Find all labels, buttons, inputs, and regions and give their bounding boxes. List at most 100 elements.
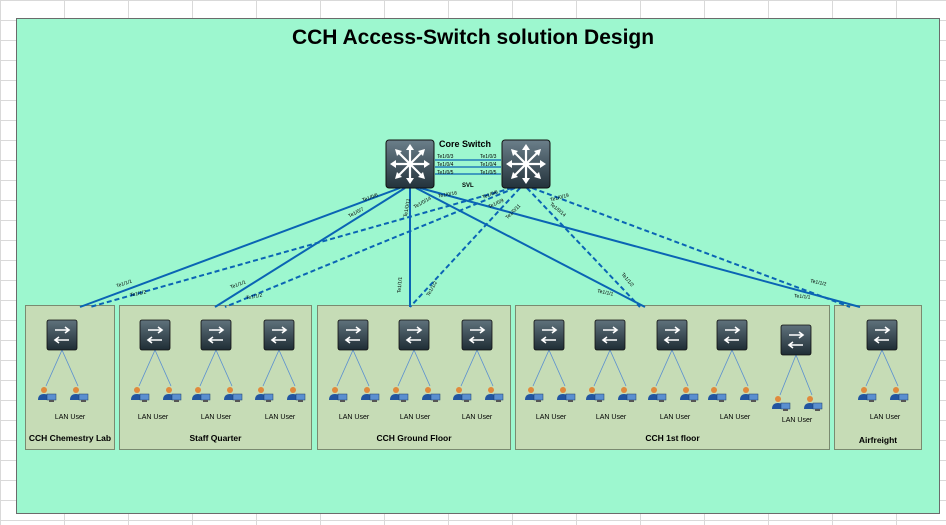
lan-user-icon bbox=[524, 386, 544, 403]
lan-user-icon bbox=[585, 386, 605, 403]
lan-user-icon bbox=[679, 386, 699, 403]
group-label-first-floor: CCH 1st floor bbox=[645, 433, 700, 443]
user-link bbox=[352, 349, 370, 387]
user-link bbox=[532, 349, 550, 387]
lan-user-icon bbox=[69, 386, 89, 403]
user-link bbox=[262, 349, 280, 387]
core2-uplinks bbox=[89, 187, 851, 308]
core-switch-1-icon bbox=[384, 138, 436, 190]
group-label-airfreight: Airfreight bbox=[858, 435, 898, 445]
access-switch-icon bbox=[398, 319, 430, 351]
access-switch-icon bbox=[461, 319, 493, 351]
core1-uplinks bbox=[79, 187, 861, 308]
access-port-10: Te1/1/1 bbox=[793, 293, 811, 301]
lan-user-icon bbox=[857, 386, 877, 403]
user-link bbox=[655, 349, 673, 387]
access-switch-icon bbox=[533, 319, 565, 351]
lan-user-icon bbox=[360, 386, 380, 403]
lan-user-icon bbox=[452, 386, 472, 403]
lan-user-icon bbox=[707, 386, 727, 403]
access-switch-icon bbox=[716, 319, 748, 351]
user-link bbox=[779, 354, 797, 396]
diagram-title: CCH Access-Switch solution Design bbox=[291, 26, 655, 49]
user-link bbox=[397, 349, 415, 387]
lan-user-icon bbox=[484, 386, 504, 403]
lan-user-label: LAN User bbox=[399, 414, 431, 421]
user-link bbox=[865, 349, 883, 387]
lan-user-icon bbox=[421, 386, 441, 403]
access-switch-icon bbox=[780, 324, 812, 356]
lan-user-label: LAN User bbox=[595, 414, 627, 421]
user-link bbox=[609, 349, 627, 387]
lan-user-label: LAN User bbox=[869, 414, 901, 421]
lan-user-label: LAN User bbox=[264, 414, 296, 421]
lan-user-label: LAN User bbox=[781, 417, 813, 424]
lan-user-icon bbox=[389, 386, 409, 403]
svl-port-right-2: Te1/0/4 bbox=[480, 162, 497, 168]
access-switch-icon bbox=[337, 319, 369, 351]
lan-user-label: LAN User bbox=[137, 414, 169, 421]
svl-port-left-2: Te1/0/4 bbox=[437, 162, 454, 168]
group-label-staff-quarter: Staff Quarter bbox=[189, 433, 242, 443]
user-link bbox=[278, 349, 296, 387]
lan-user-icon bbox=[771, 395, 791, 412]
access-switch-icon bbox=[139, 319, 171, 351]
user-link bbox=[731, 349, 749, 387]
user-link bbox=[671, 349, 689, 387]
lan-user-icon bbox=[286, 386, 306, 403]
lan-user-label: LAN User bbox=[338, 414, 370, 421]
user-link bbox=[154, 349, 172, 387]
svl-links bbox=[435, 159, 501, 175]
user-link bbox=[881, 349, 899, 387]
lan-user-icon bbox=[37, 386, 57, 403]
lan-user-icon bbox=[254, 386, 274, 403]
lan-user-label: LAN User bbox=[719, 414, 751, 421]
lan-user-icon bbox=[647, 386, 667, 403]
lan-user-icon bbox=[803, 395, 823, 412]
svl-label: SVL bbox=[462, 183, 474, 189]
access-switch-icon bbox=[656, 319, 688, 351]
user-link bbox=[593, 349, 611, 387]
user-link bbox=[715, 349, 733, 387]
user-link bbox=[795, 354, 813, 396]
svl-port-left-1: Te1/0/3 bbox=[437, 154, 454, 160]
user-link bbox=[215, 349, 233, 387]
user-link bbox=[413, 349, 431, 387]
access-switches bbox=[46, 319, 898, 356]
lan-user-label: LAN User bbox=[659, 414, 691, 421]
svl-port-left-3: Te1/0/5 bbox=[437, 170, 454, 176]
lan-user-icon bbox=[556, 386, 576, 403]
user-link bbox=[138, 349, 156, 387]
lan-user-label: LAN User bbox=[200, 414, 232, 421]
lan-user-label: LAN User bbox=[54, 414, 86, 421]
access-switch-icon bbox=[866, 319, 898, 351]
lan-user-icon bbox=[162, 386, 182, 403]
lan-users bbox=[37, 386, 909, 412]
user-link bbox=[336, 349, 354, 387]
lan-user-label: LAN User bbox=[461, 414, 493, 421]
user-link bbox=[460, 349, 478, 387]
core-switch-label: Core Switch bbox=[439, 139, 492, 149]
access-user-links bbox=[45, 349, 899, 396]
svl-port-right-1: Te1/0/3 bbox=[480, 154, 497, 160]
lan-user-icon bbox=[191, 386, 211, 403]
user-link bbox=[476, 349, 494, 387]
lan-user-icon bbox=[889, 386, 909, 403]
lan-user-icon bbox=[739, 386, 759, 403]
group-label-chemistry-lab: CCH Chemestry Lab bbox=[28, 433, 112, 443]
access-switch-icon bbox=[263, 319, 295, 351]
core-switch-2-icon bbox=[500, 138, 552, 190]
lan-user-label: LAN User bbox=[535, 414, 567, 421]
access-switch-icon bbox=[46, 319, 78, 351]
user-link bbox=[61, 349, 79, 387]
lan-user-icon bbox=[328, 386, 348, 403]
user-link bbox=[548, 349, 566, 387]
access-switch-icon bbox=[594, 319, 626, 351]
lan-user-icon bbox=[617, 386, 637, 403]
user-link bbox=[199, 349, 217, 387]
svl-port-right-3: Te1/0/5 bbox=[480, 170, 497, 176]
group-label-ground-floor: CCH Ground Floor bbox=[376, 433, 452, 443]
user-link bbox=[45, 349, 63, 387]
lan-user-icon bbox=[130, 386, 150, 403]
